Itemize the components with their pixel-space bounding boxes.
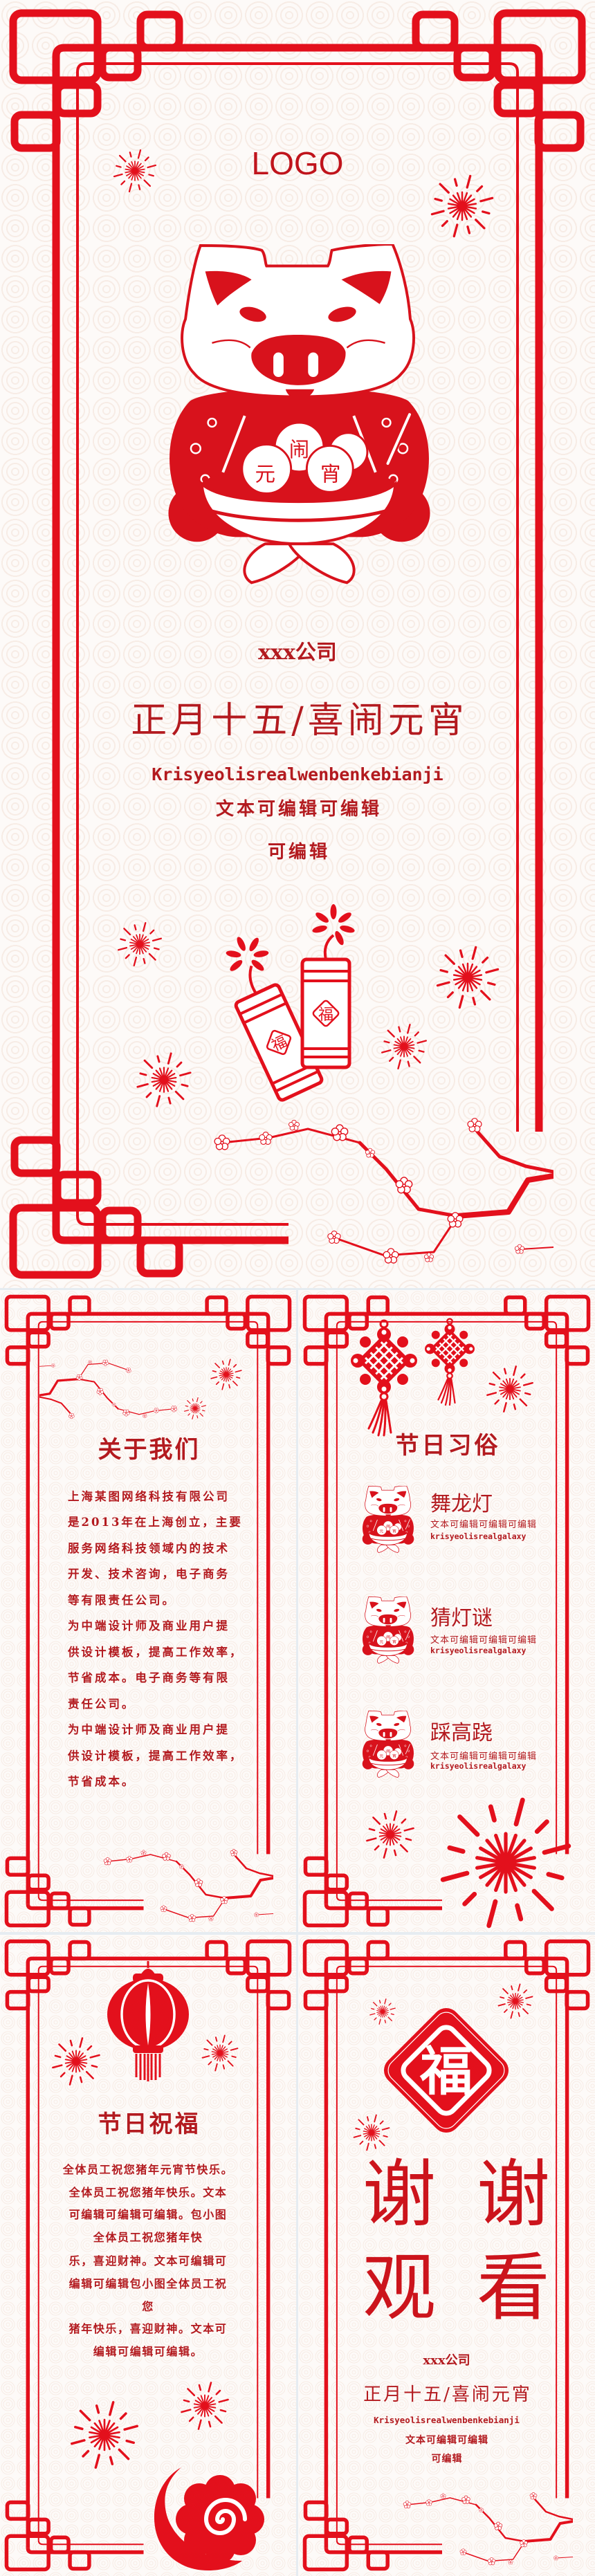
- custom-item-en: krisyeolisrealgalaxy: [430, 1531, 527, 1541]
- firework-icon: [183, 1397, 207, 1420]
- blessing-line: 编辑可编辑包小图全体员工祝: [68, 2277, 228, 2290]
- plum-blossom-icon: [214, 1119, 553, 1263]
- plum-blossom-icon: [104, 1849, 273, 1922]
- firework-icon: [381, 1024, 427, 1069]
- firecracker-fu-char: 福: [318, 1006, 333, 1024]
- firework-icon: [52, 2037, 100, 2086]
- custom-item-name: 舞龙灯: [430, 1492, 493, 1516]
- firework-icon: [366, 1810, 414, 1859]
- about-line: 服务网络科技领域内的技术: [68, 1542, 230, 1555]
- firework-large-icon: [443, 1800, 569, 1926]
- thanks-panel: 福 谢 谢 观 看 xxx公司 正月十五/喜闹元宵 Krisyeolisreal…: [298, 1935, 595, 2576]
- firework-icon: [117, 921, 163, 967]
- about-line: 节省成本。电子商务等有限: [68, 1671, 230, 1684]
- firework-icon: [210, 1359, 242, 1390]
- main-title: 正月十五/喜闹元宵: [131, 700, 468, 742]
- logo-text: LOGO: [251, 145, 344, 181]
- about-panel: 关于我们 上海某图网络科技有限公司 是2013年在上海创立，主要 服务网络科技领…: [0, 1290, 296, 1932]
- custom-item-name: 猜灯谜: [430, 1606, 493, 1630]
- custom-item-desc: 文本可编辑可编辑可编辑: [430, 1751, 538, 1762]
- firework-icon: [201, 2034, 239, 2072]
- about-line: 责任公司。: [68, 1698, 136, 1711]
- pig-tangyuan-icon: [361, 1597, 415, 1664]
- chinese-knot-icon: [423, 1318, 476, 1406]
- thanks-decorations: 福: [353, 1983, 595, 2576]
- thanks-char: 谢: [363, 2152, 436, 2237]
- subtitle-en: Krisyeolisrealwenbenkebianji: [152, 764, 443, 784]
- thanks-char: 谢: [477, 2152, 550, 2237]
- custom-item-en: krisyeolisrealgalaxy: [430, 1761, 527, 1771]
- thanks-char: 观: [363, 2245, 436, 2330]
- plum-blossom-icon: [39, 1360, 177, 1419]
- thanks-char: 看: [477, 2245, 550, 2330]
- firework-icon: [369, 1998, 396, 2025]
- about-decorations: [0, 1290, 296, 1932]
- fu-diamond-icon: 福: [383, 2007, 509, 2133]
- custom-item-name: 踩高跷: [430, 1721, 493, 1745]
- pig-tangyuan-icon: [361, 1486, 415, 1554]
- subtitle-cn-line1: 文本可编辑可编辑: [215, 799, 382, 820]
- closing-subtitle-cn-line2: 可编辑: [431, 2454, 463, 2465]
- firework-icon: [430, 174, 494, 238]
- about-line: 是2013年在上海创立，主要: [68, 1516, 243, 1529]
- chinese-knot-icon: [349, 1319, 419, 1437]
- subtitle-cn-line2: 可编辑: [267, 842, 330, 863]
- about-line: 节省成本。: [68, 1775, 136, 1788]
- plum-blossom-icon: [403, 2492, 573, 2565]
- customs-panel: 节日习俗 舞龙灯 文本可编辑可编辑可编辑 krisyeolisrealgalax…: [298, 1290, 595, 1932]
- company-name: xxx公司: [258, 641, 337, 665]
- blessing-line: 全体员工祝您猪年快乐。文本: [68, 2186, 228, 2199]
- firework-icon: [497, 1983, 533, 2019]
- blessing-line: 乐，喜迎财神。文本可编辑可: [68, 2254, 228, 2267]
- pig-tangyuan-icon: [168, 244, 430, 582]
- firecracker-icon: 福: [300, 904, 355, 1069]
- about-line: 供设计模板，提高工作效率，: [68, 1749, 244, 1763]
- blessing-line: 猪年快乐，喜迎财神。文本可: [68, 2322, 228, 2335]
- about-line: 上海某图网络科技有限公司: [68, 1490, 230, 1503]
- blessing-line: 全体员工祝您猪年元宵节快乐。: [62, 2163, 234, 2176]
- closing-subtitle-cn-line1: 文本可编辑可编辑: [405, 2435, 488, 2446]
- pig-tangyuan-icon: [361, 1711, 415, 1778]
- firework-icon: [181, 2382, 229, 2430]
- about-line: 为中端设计师及商业用户提: [68, 1723, 230, 1736]
- company-name: xxx公司: [423, 2353, 470, 2368]
- auspicious-cloud-icon: [154, 2467, 264, 2571]
- blessing-line: 可编辑可编辑可编辑。包小图: [68, 2208, 228, 2221]
- section-title: 节日祝福: [98, 2110, 201, 2138]
- about-line: 为中端设计师及商业用户提: [68, 1619, 230, 1632]
- section-title: 关于我们: [98, 1436, 201, 1464]
- blessing-line: 您: [142, 2300, 154, 2313]
- custom-item-en: krisyeolisrealgalaxy: [430, 1646, 527, 1655]
- fu-char: 福: [419, 2041, 473, 2102]
- closing-subtitle-en: Krisyeolisrealwenbenkebianji: [374, 2415, 520, 2425]
- cover-decorations: 福 福: [113, 149, 595, 1288]
- cover-poster: 福 福: [0, 0, 595, 1288]
- closing-title: 正月十五/喜闹元宵: [363, 2384, 532, 2405]
- blessing-decorations: [52, 1961, 264, 2571]
- firework-icon: [486, 1365, 533, 1413]
- about-line: 供设计模板，提高工作效率，: [68, 1646, 244, 1659]
- lantern-icon: [107, 1961, 189, 2081]
- custom-item-desc: 文本可编辑可编辑可编辑: [430, 1520, 538, 1530]
- firework-icon: [353, 2114, 390, 2151]
- about-line: 开发、技术咨询，电子商务: [68, 1567, 230, 1581]
- custom-item-desc: 文本可编辑可编辑可编辑: [430, 1635, 538, 1646]
- section-title: 节日习俗: [395, 1432, 501, 1460]
- firework-icon: [436, 946, 500, 1009]
- about-line: 等有限责任公司。: [68, 1594, 176, 1607]
- firework-icon: [71, 2401, 138, 2469]
- blessing-panel: 节日祝福 全体员工祝您猪年元宵节快乐。 全体员工祝您猪年快乐。文本 可编辑可编辑…: [0, 1935, 296, 2576]
- blessing-line: 全体员工祝您猪年快: [93, 2231, 203, 2244]
- blessing-line: 编辑可编辑可编辑。: [93, 2345, 203, 2358]
- firework-icon: [136, 1052, 192, 1107]
